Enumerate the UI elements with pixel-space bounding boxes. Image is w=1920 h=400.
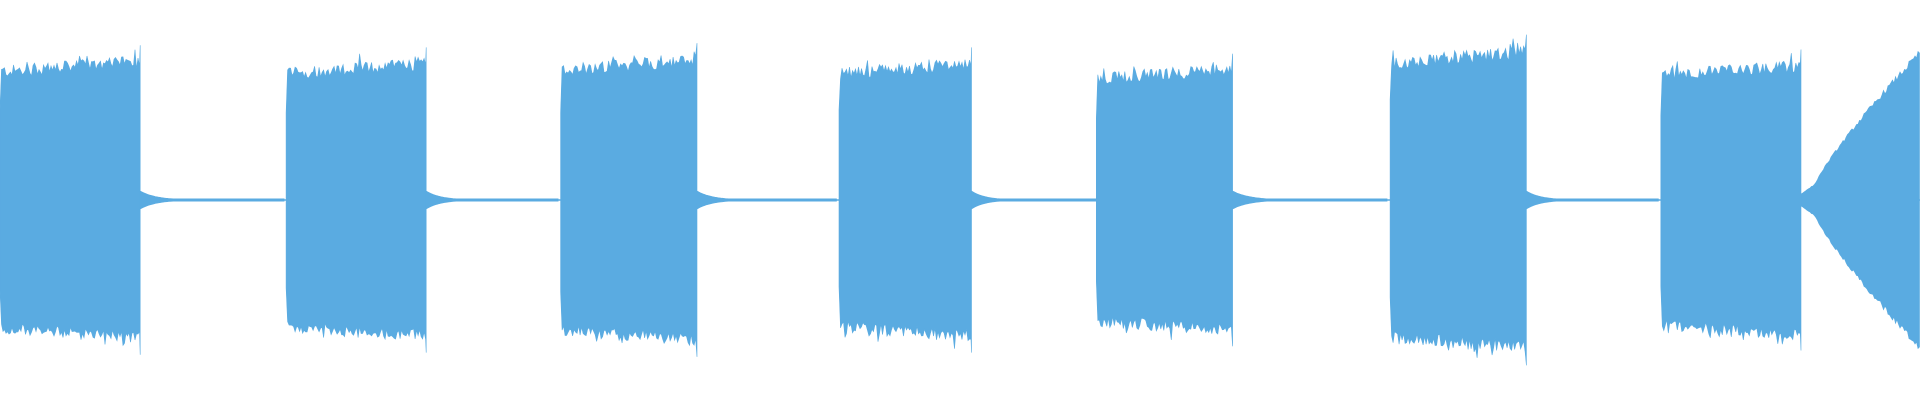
waveform-decay-5	[696, 190, 837, 210]
waveform-burst-10	[1389, 34, 1527, 366]
waveform-burst-2	[285, 47, 427, 353]
waveform-burst-8	[1096, 53, 1233, 347]
waveform-decay-1	[139, 190, 285, 210]
waveform-burst-4	[560, 43, 698, 357]
waveform-segments	[0, 34, 1920, 366]
waveform-decay-11	[1526, 190, 1659, 210]
waveform-burst-0	[0, 45, 141, 355]
waveform-burst-6	[838, 47, 972, 353]
waveform-decay-9	[1232, 190, 1388, 210]
waveform-burst-12	[1660, 49, 1802, 351]
waveform-decay-3	[425, 190, 559, 210]
